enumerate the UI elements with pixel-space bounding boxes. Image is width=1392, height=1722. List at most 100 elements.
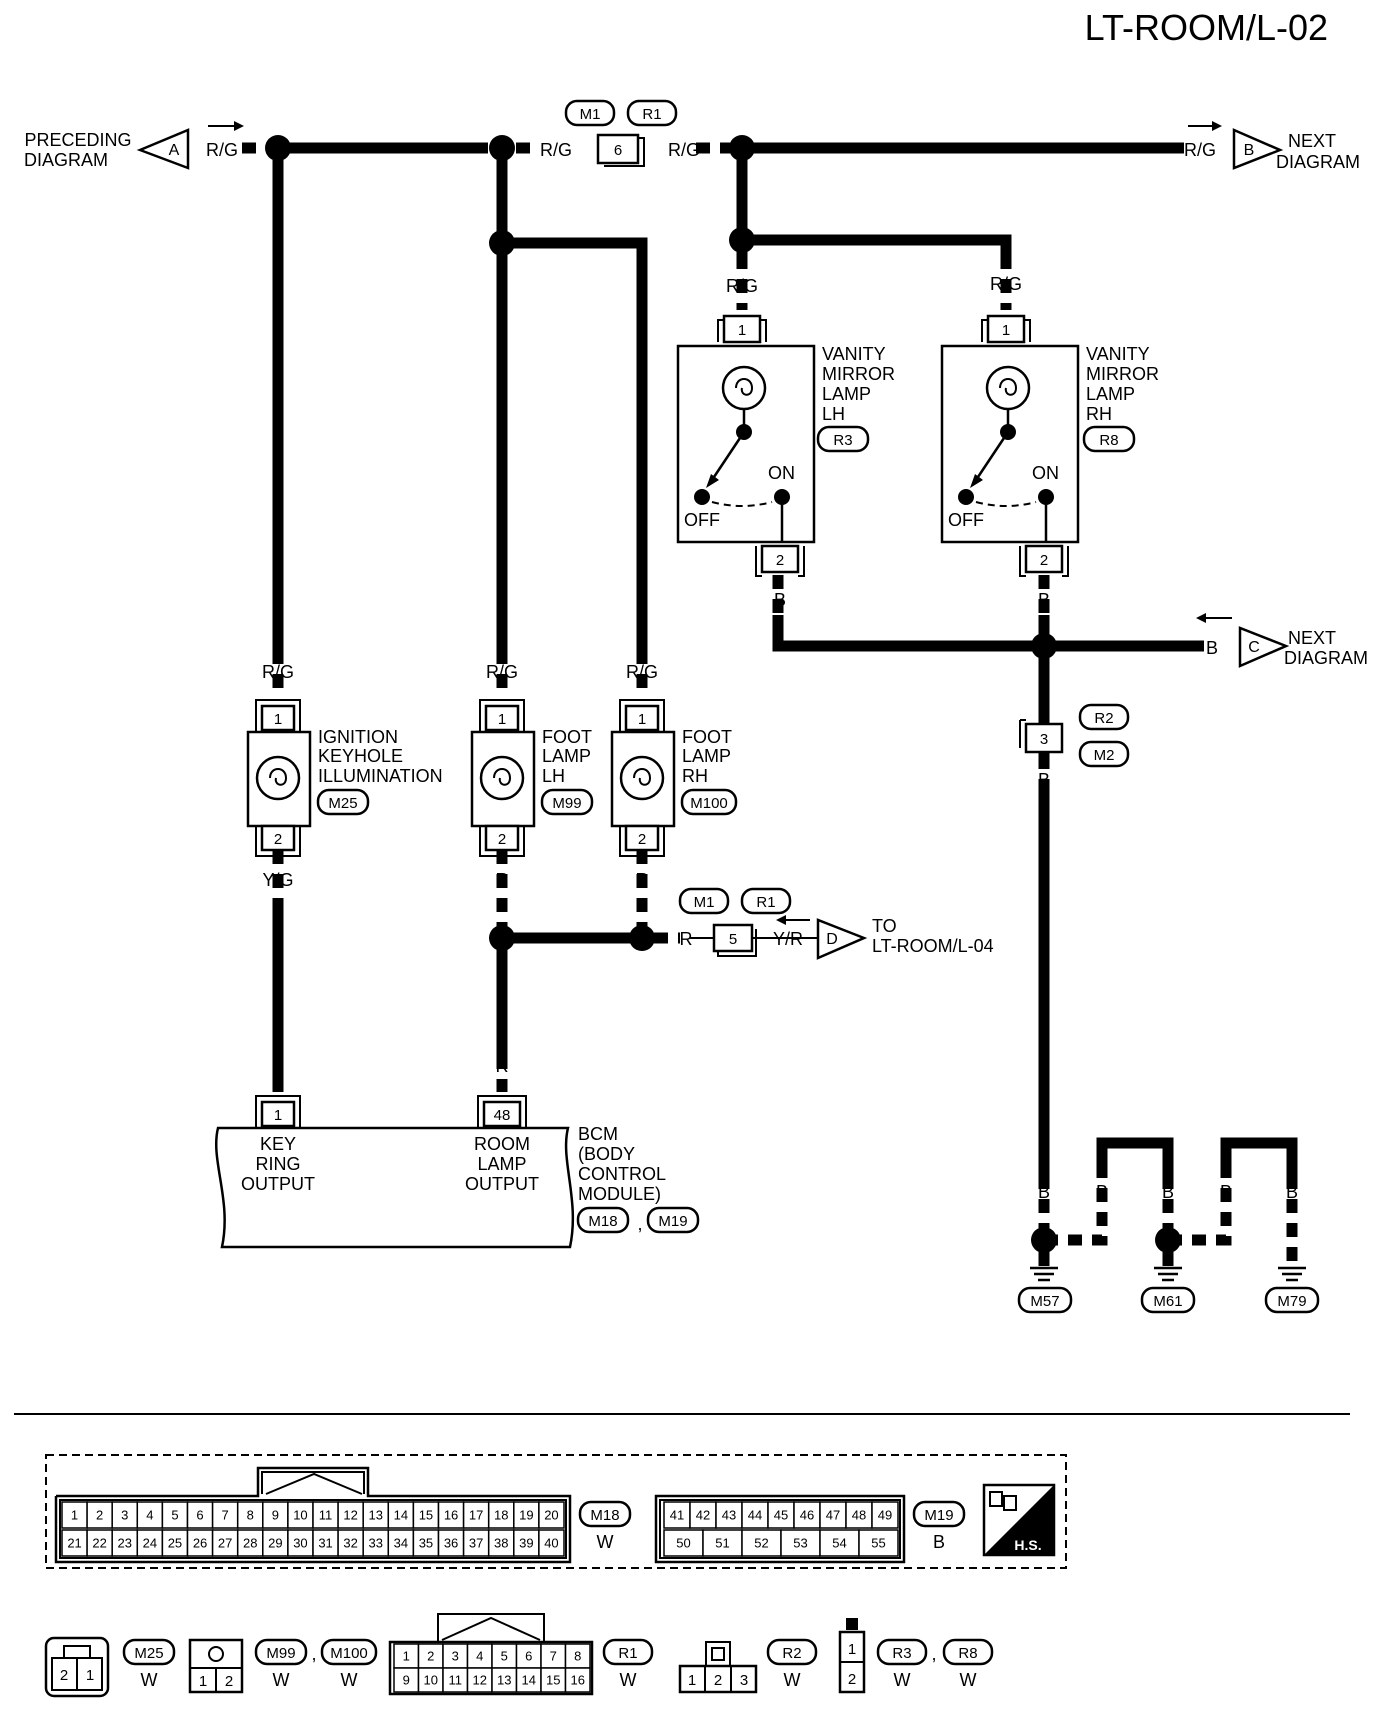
to-connector-d: D TO LT-ROOM/L-04 [816,916,994,960]
badge-text: R1 [618,1645,637,1662]
connector-code-badge [576,1206,630,1234]
badge-text: R3 [892,1645,911,1662]
connector-code-badge [680,788,738,816]
connector-code-badge: M1 [678,887,730,915]
pin-number: 10 [293,1508,307,1523]
pin-number: 48 [494,1107,511,1124]
badge-text: M100 [330,1645,368,1662]
connector-color-label: W [894,1670,911,1690]
connector-label: NEXT [1288,628,1336,648]
pin-number: 54 [832,1536,846,1551]
wire-color-label: R/G [626,662,658,682]
badge-text: M99 [552,795,581,812]
pin-number: 32 [343,1536,357,1551]
pin-number: 11 [319,1508,333,1523]
foot-lamp-rh: 1 2 FOOT LAMP RH M100 [610,699,738,857]
connector-color-label: W [141,1670,158,1690]
pin-number: 44 [748,1508,762,1523]
pin-number: 19 [519,1508,533,1523]
pin-cell [136,1501,164,1529]
component-label: VANITY [1086,344,1150,364]
pin-number: 37 [469,1536,483,1551]
pin-number: 4 [476,1649,483,1664]
separator: , [637,1214,642,1234]
pin-cell [412,1529,440,1557]
badge-text: M61 [1153,1293,1182,1310]
badge-text: R8 [1099,432,1118,449]
ground-m79: M79 [1264,1266,1320,1314]
connector-code-badge [320,1638,378,1666]
badge-text: R3 [833,432,852,449]
connector-color-label: W [960,1670,977,1690]
pin-number: 13 [369,1508,383,1523]
wire-color-label: B [1286,1182,1298,1202]
pin-number: 1 [1002,322,1010,339]
component-label: RH [1086,404,1112,424]
badge-text: R8 [958,1645,977,1662]
connector-code-badge [1264,1286,1320,1314]
pin-function-label: KEY [260,1134,296,1154]
badge-text: M19 [924,1507,953,1524]
pin-number: 33 [369,1536,383,1551]
joint-connector-5: 5 [712,923,757,957]
pin-number: 10 [424,1673,438,1688]
pin-function-label: ROOM [474,1134,530,1154]
connector-label: TO [872,916,897,936]
pin-number: 2 [776,552,784,569]
pin-number: 1 [274,711,282,728]
wire-color-label: R [680,929,693,949]
wire-color-label: B [1096,1182,1108,1202]
connector-label: NEXT [1288,131,1336,151]
pin-number: 3 [1040,731,1048,748]
badge-text: M100 [690,795,728,812]
component-label: BCM [578,1124,618,1144]
component-label: KEYHOLE [318,746,403,766]
next-diagram-connector-b: B NEXT DIAGRAM [1232,128,1360,172]
badge-text: R1 [642,106,661,123]
component-label: MIRROR [822,364,895,384]
pin-number: 7 [550,1649,557,1664]
splice-dot [489,925,515,951]
wire-color-label: R/G [206,140,238,160]
pin-cell [437,1501,465,1529]
separator: , [931,1644,936,1664]
pin-number: 38 [494,1536,508,1551]
wire-color-label: R [636,870,649,890]
pin-number: 11 [449,1673,463,1688]
pin-cell [262,1501,289,1529]
pin-number: 2 [714,1672,722,1689]
pin-number: 52 [754,1536,768,1551]
pin-cell [466,1643,493,1669]
pin-number: 2 [96,1508,103,1523]
pin-number: 24 [143,1536,157,1551]
pin-number: 15 [419,1508,433,1523]
pin-cell [715,1501,743,1529]
pin-cell [387,1529,415,1557]
wire-color-label: R/G [1184,140,1216,160]
arrow-right-icon [1188,121,1222,131]
connector-code-badge [316,788,370,816]
pin-cell [186,1529,214,1557]
bcm-module: 1 48 KEY RING OUTPUT ROOM LAMP OUTPUT BC… [214,1095,700,1249]
preceding-diagram-connector: A PRECEDING DIAGRAM [24,128,190,170]
wire-color-label: R/G [990,274,1022,294]
pin-number: 1 [688,1672,696,1689]
pin-number: 30 [293,1536,307,1551]
connector-face-r2: 1 2 3 [678,1641,758,1694]
pin-cell [663,1501,691,1529]
component-label: FOOT [682,727,732,747]
wire-color-label: Y/R [773,929,803,949]
arrow-left-icon [1196,613,1232,623]
splice-dot [1031,633,1057,659]
connector-letter: A [169,142,180,159]
badge-text: M18 [590,1507,619,1524]
badge-text: R2 [782,1645,801,1662]
component-label: LAMP [682,746,731,766]
switch-on-label: ON [768,463,795,483]
connector-label: LT-ROOM/L-04 [872,936,994,956]
pin-number: 8 [247,1508,254,1523]
pin-number: 47 [826,1508,840,1523]
connector-code-badge: R1 [626,99,678,127]
pin-cell [136,1529,164,1557]
